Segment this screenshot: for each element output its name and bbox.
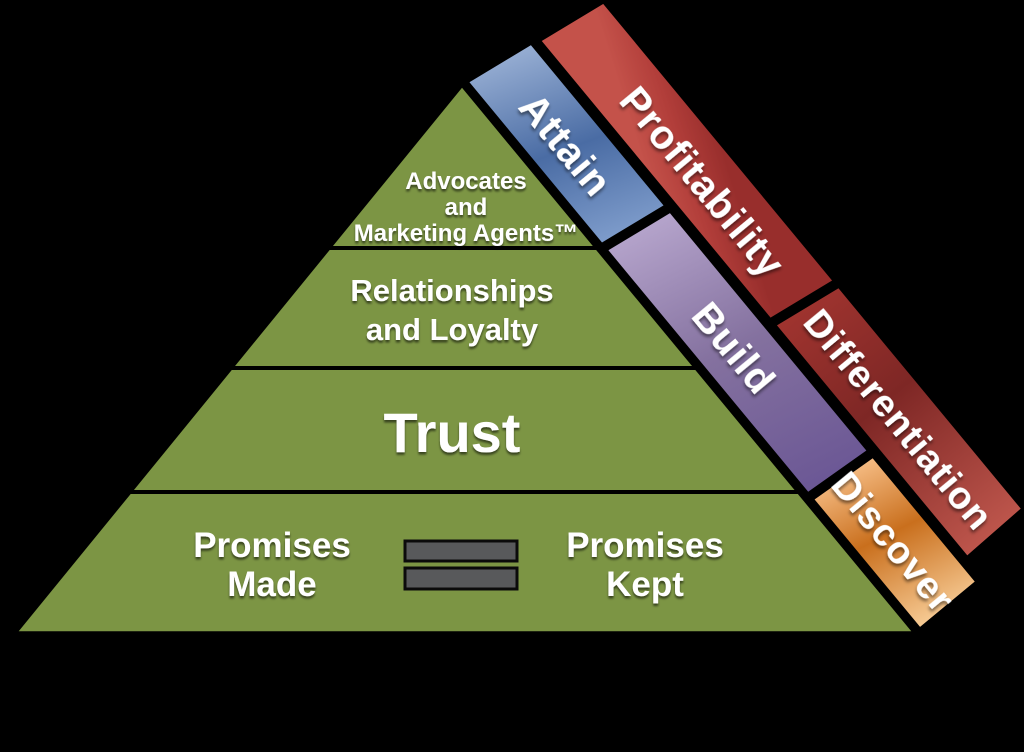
equals-bar-bottom bbox=[403, 566, 519, 591]
differentiation-band bbox=[772, 284, 1024, 560]
discover-band bbox=[810, 454, 979, 632]
level-promises: Promises Made Promises Kept bbox=[193, 526, 724, 604]
pyramid-body bbox=[11, 82, 919, 635]
promises-kept-line-1: Promises bbox=[566, 526, 724, 565]
level-advocates: Advocates and Marketing Agents™ bbox=[354, 168, 578, 247]
promises-made-line-1: Promises bbox=[193, 526, 351, 565]
equals-bar-top bbox=[403, 539, 519, 563]
level-relationships: Relationships and Loyalty bbox=[350, 273, 553, 347]
advocates-line-2: and bbox=[445, 194, 488, 221]
build-band bbox=[603, 209, 871, 496]
equals-sign-icon bbox=[403, 539, 519, 591]
trust-label: Trust bbox=[384, 401, 521, 464]
promises-kept-line-2: Kept bbox=[606, 565, 684, 604]
advocates-line-1: Advocates bbox=[405, 168, 526, 195]
promises-made-line-2: Made bbox=[227, 565, 316, 604]
advocates-line-3: Marketing Agents™ bbox=[354, 220, 578, 247]
relationships-line-2: and Loyalty bbox=[366, 312, 539, 347]
attain-band bbox=[464, 41, 669, 247]
relationships-line-1: Relationships bbox=[350, 273, 553, 308]
profitability-band bbox=[537, 0, 837, 322]
